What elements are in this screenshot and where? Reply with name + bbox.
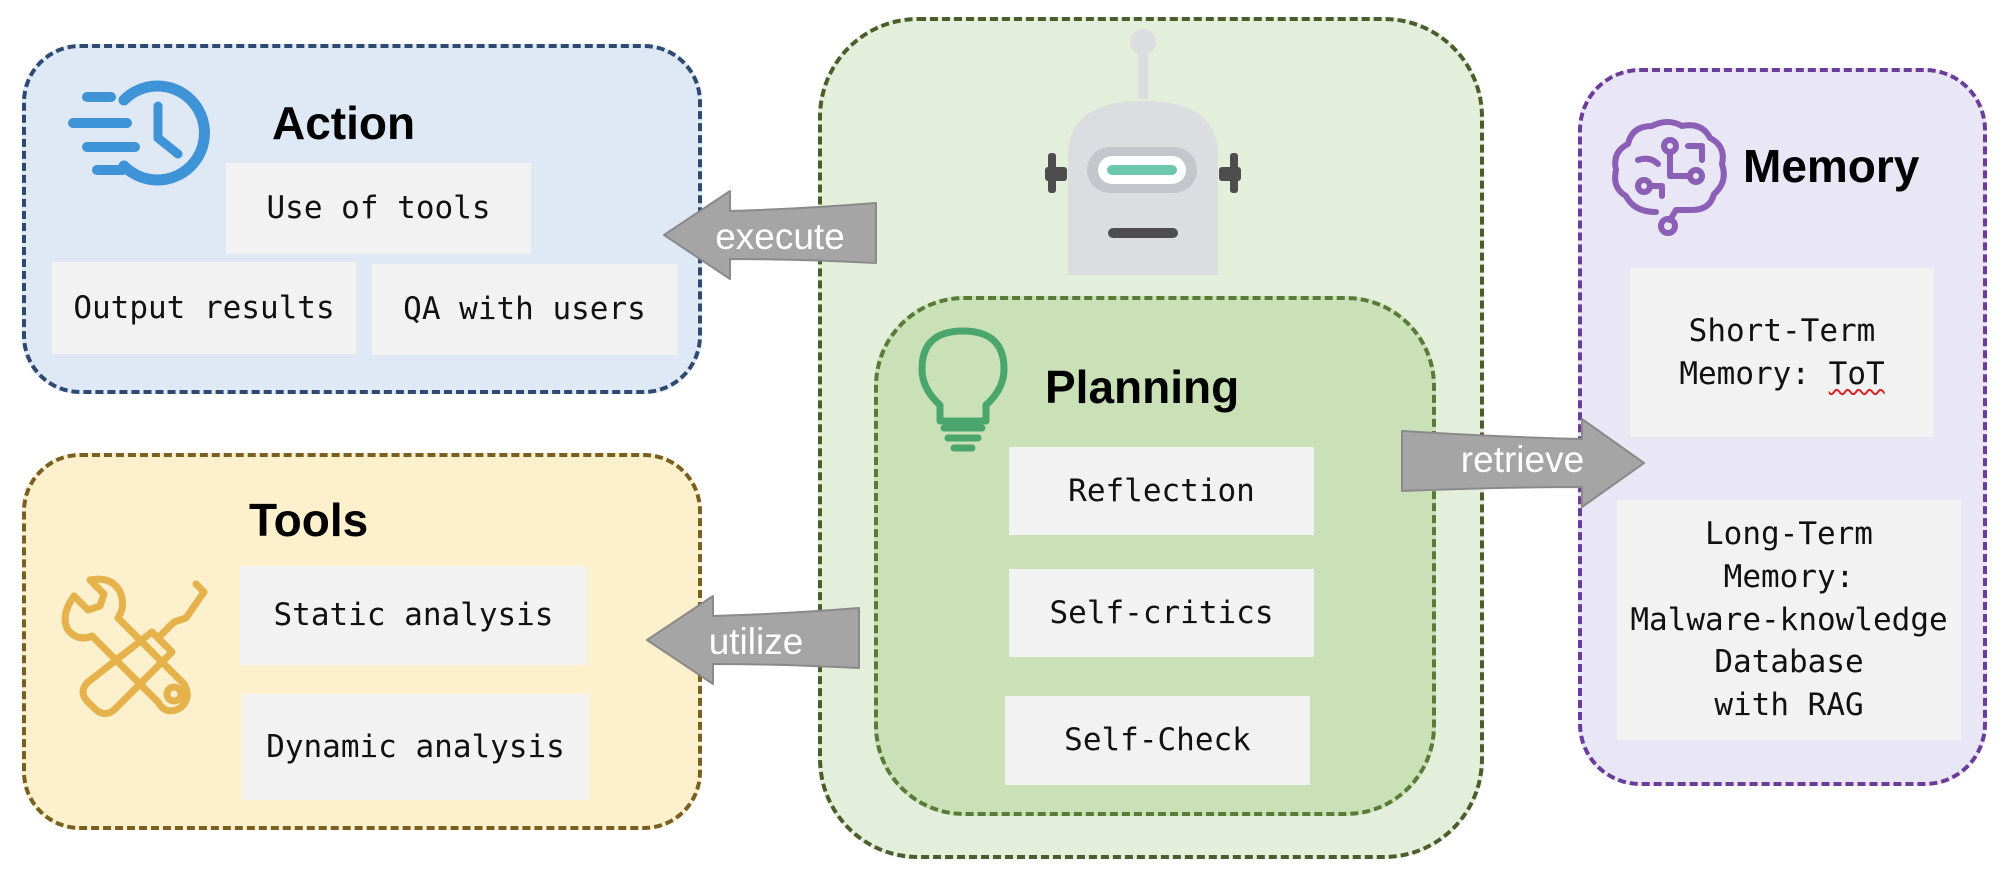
long-term-line5: with RAG [1714,687,1864,724]
wrench-screwdriver-icon [61,575,208,717]
long-term-line3: Malware-knowledge [1630,601,1948,638]
action-item-output-results: Output results [52,262,356,354]
memory-title: Memory [1743,140,1920,192]
action-item-qa-with-users: QA with users [372,264,677,355]
planning-item-reflection: Reflection [1009,447,1314,535]
task-clock-icon [68,80,210,186]
long-term-line1: Long-Term [1705,516,1873,553]
planning-title: Planning [1045,361,1240,413]
long-term-line2: Memory: [1723,558,1855,595]
short-term-line2-prefix: Memory: [1679,355,1829,392]
short-term-line2: Memory: ToT [1679,353,1884,396]
planning-item-self-critics: Self-critics [1009,569,1314,657]
memory-item-short-term: Short-Term Memory: ToT [1630,268,1934,437]
action-item-use-of-tools: Use of tools [226,163,531,254]
brain-icon [1612,119,1727,236]
short-term-line1: Short-Term [1688,312,1876,349]
robot-icon [1045,29,1241,275]
execute-arrow [663,190,877,280]
utilize-arrow [646,595,860,685]
tools-item-static-analysis: Static analysis [240,566,587,665]
retrieve-arrow [1401,418,1645,508]
planning-item-self-check: Self-Check [1005,696,1310,785]
lightbulb-icon [918,327,1008,452]
action-title: Action [272,97,416,149]
retrieve-label: retrieve [1460,439,1585,480]
short-term-term: ToT [1828,355,1885,392]
execute-label: execute [715,216,845,257]
long-term-line4: Database [1714,644,1864,681]
tools-title: Tools [249,494,369,546]
tools-item-dynamic-analysis: Dynamic analysis [242,694,589,800]
utilize-label: utilize [708,621,804,662]
memory-item-long-term: Long-Term Memory: Malware-knowledge Data… [1617,500,1961,740]
